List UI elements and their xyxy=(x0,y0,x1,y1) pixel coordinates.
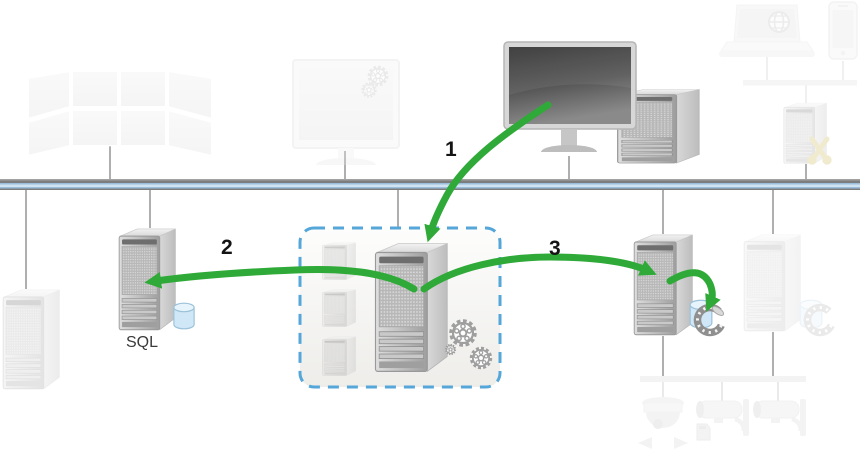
arrow-2 xyxy=(144,265,418,293)
globe-icon xyxy=(768,11,790,33)
sql-server-label: SQL xyxy=(126,334,159,351)
step-1-label: 1 xyxy=(445,138,457,161)
scissors-icon xyxy=(807,136,832,165)
web-client-laptop xyxy=(719,4,815,57)
step-3-label: 3 xyxy=(549,237,561,260)
step-2-label: 2 xyxy=(221,236,233,259)
media-database-icon xyxy=(689,299,727,337)
arrow-1 xyxy=(424,101,552,243)
sd-card-icon xyxy=(696,423,711,441)
arrow-recording-to-media xyxy=(666,269,721,312)
camera-network xyxy=(638,376,806,449)
network-bus xyxy=(0,179,860,190)
standby-management-servers xyxy=(322,242,356,376)
dome-camera xyxy=(638,397,688,449)
standalone-server xyxy=(2,289,60,390)
mobile-client-phone xyxy=(828,1,858,60)
management-client-monitor xyxy=(292,59,400,165)
bullet-camera xyxy=(753,399,806,436)
management-server xyxy=(374,242,448,372)
failover-recording-server xyxy=(743,234,837,337)
bullet-camera xyxy=(696,399,749,441)
web-mobile-clients xyxy=(719,1,858,103)
smart-client-monitor xyxy=(503,41,637,152)
smart-client-workstation xyxy=(503,41,700,164)
camera-network-bar xyxy=(640,376,806,382)
flow-arrows xyxy=(144,101,721,312)
arrow-3 xyxy=(420,253,657,293)
database-cylinder-icon xyxy=(173,302,195,330)
connector-lines xyxy=(25,146,807,376)
mobile-server xyxy=(783,102,832,165)
recording-server xyxy=(633,234,693,336)
video-wall xyxy=(27,69,213,158)
media-database-icon xyxy=(799,299,837,337)
management-server-group-box xyxy=(298,226,502,389)
